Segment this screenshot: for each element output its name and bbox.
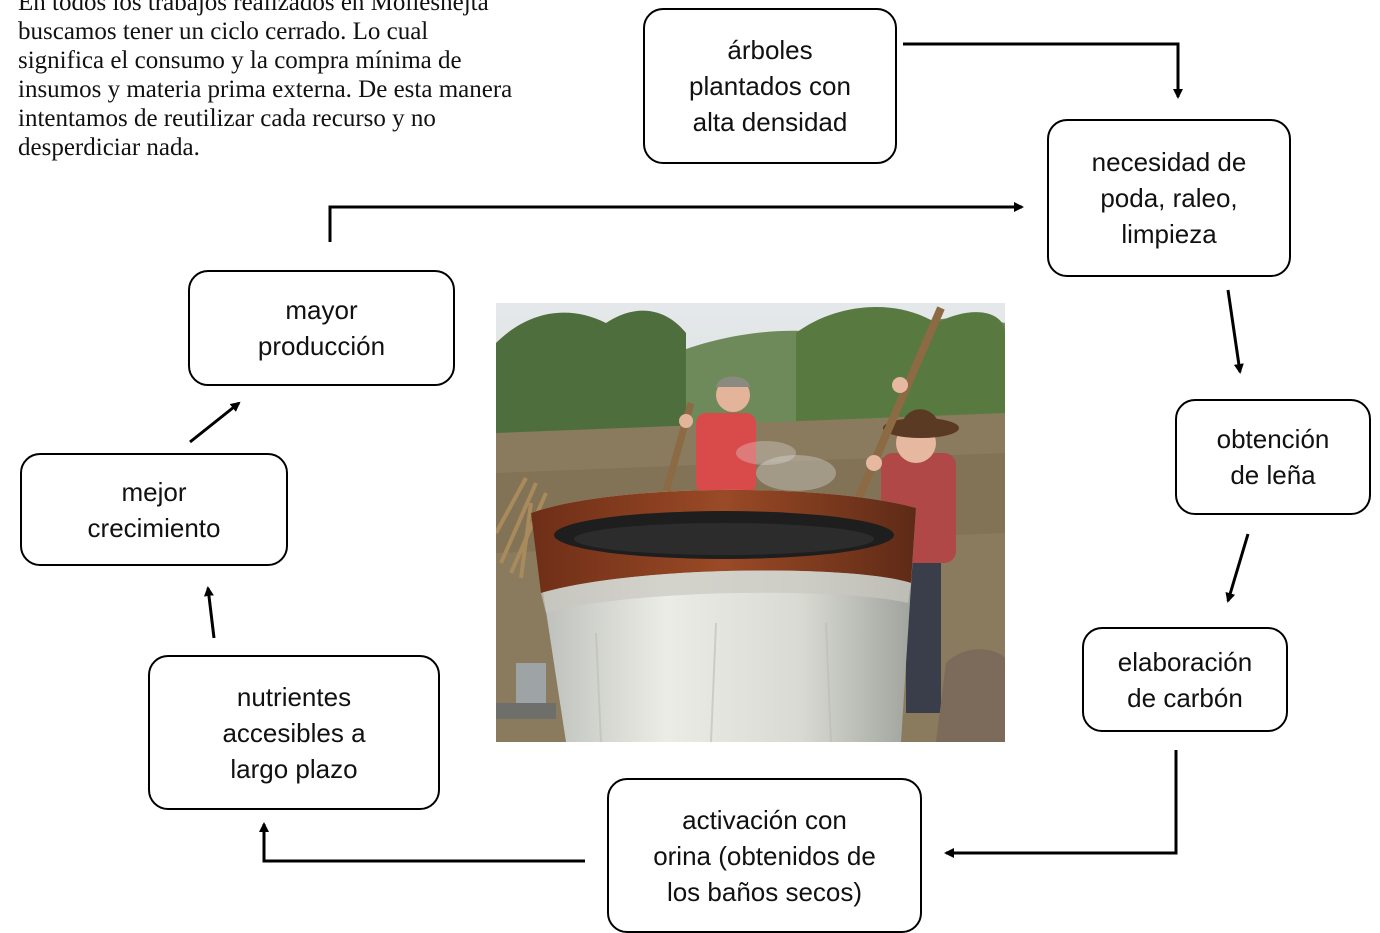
intro-line: intentamos de reutilizar cada recurso y …: [18, 105, 436, 132]
box-produccion: mayor producción: [188, 270, 455, 386]
box-crecimiento: mejor crecimiento: [20, 453, 288, 566]
intro-line: desperdiciar nada.: [18, 134, 200, 161]
box-nutrientes-line: accesibles a: [222, 717, 366, 748]
box-produccion-line: producción: [257, 331, 386, 361]
box-arboles-line: alta densidad: [692, 107, 848, 137]
box-nutrientes: nutrientes accesibles a largo plazo: [148, 655, 440, 810]
box-crecimiento-line: crecimiento: [87, 512, 221, 543]
intro-line: significa el consumo y la compra mínima …: [18, 47, 462, 74]
arrow-poda-to-lena: [1226, 289, 1244, 374]
arrow-arboles-to-poda: [903, 42, 1183, 99]
box-lena-line: de leña: [1230, 460, 1316, 490]
intro-line: En todos los trabajos realizados en Moll…: [18, 0, 489, 16]
intro-paragraph: En todos los trabajos realizados en Moll…: [18, 0, 590, 162]
box-activacion-line: activación con: [682, 804, 847, 835]
box-arboles-line: plantados con: [689, 71, 851, 101]
box-nutrientes-line: nutrientes: [236, 681, 352, 712]
intro-line: buscamos tener un ciclo cerrado. Lo cual: [18, 18, 429, 45]
box-lena: obtención de leña: [1175, 399, 1371, 515]
box-carbon-line: de carbón: [1127, 682, 1243, 713]
box-produccion-line: mayor: [285, 295, 358, 325]
arrow-crecimiento-to-produccion: [189, 401, 241, 444]
box-carbon-line: elaboración: [1117, 646, 1253, 677]
arrow-produccion-to-poda: [328, 202, 1024, 242]
arrow-carbon-to-activacion: [944, 750, 1178, 858]
box-poda-line: poda, raleo,: [1100, 183, 1238, 213]
box-activacion-line: los baños secos): [666, 876, 863, 907]
intro-line: insumos y materia prima externa. De esta…: [18, 76, 513, 103]
box-activacion: activación con orina (obtenidos de los b…: [607, 778, 922, 933]
box-activacion-line: orina (obtenidos de: [653, 840, 876, 871]
box-poda: necesidad de poda, raleo, limpieza: [1047, 119, 1291, 277]
box-carbon: elaboración de carbón: [1082, 627, 1288, 732]
box-nutrientes-line: largo plazo: [230, 753, 358, 784]
box-poda-line: limpieza: [1121, 219, 1217, 249]
box-lena-line: obtención: [1216, 424, 1330, 454]
charcoal-photo-illustration: [496, 303, 1005, 742]
arrow-nutrientes-to-crecimiento: [203, 586, 216, 639]
charcoal-photo: [496, 303, 1005, 742]
box-arboles-line: árboles: [727, 35, 813, 65]
box-crecimiento-line: mejor: [121, 476, 187, 507]
box-poda-line: necesidad de: [1091, 147, 1247, 177]
arrow-lena-to-carbon: [1225, 533, 1250, 603]
box-arboles: árboles plantados con alta densidad: [643, 8, 897, 164]
arrow-activacion-to-nutrientes: [259, 822, 585, 863]
